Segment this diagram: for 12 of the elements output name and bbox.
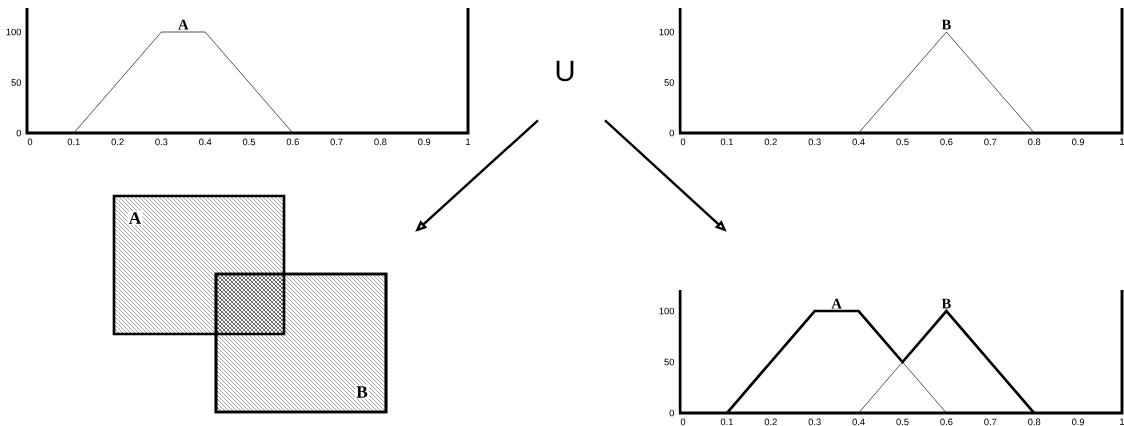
curve-label: B [941,19,951,30]
line-chart [678,8,1124,135]
union-symbol: U [556,60,574,82]
line-chart [25,8,470,135]
line-chart [678,290,1124,415]
tick-label: 0 [669,129,675,137]
hatched-rectangle: A [112,194,286,336]
tick-label: 0 [16,129,22,137]
curve-label: A [831,298,842,309]
curve-label: A [178,19,189,30]
tick-label: 0 [669,409,675,417]
curve-label: B [941,298,951,309]
